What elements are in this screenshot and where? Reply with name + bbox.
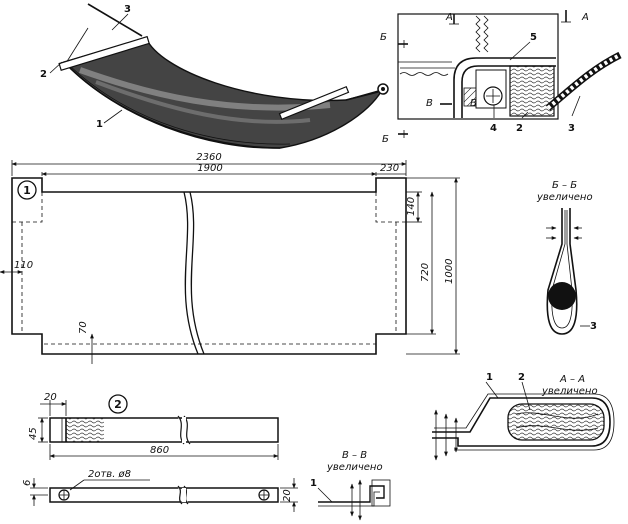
dim-110: 110 bbox=[14, 260, 33, 271]
part-bar: 2 20 45 860 6 bbox=[22, 392, 298, 512]
dim-2360: 2360 bbox=[196, 152, 221, 163]
dim-720: 720 bbox=[420, 263, 431, 282]
aa-title: А – А bbox=[559, 374, 585, 385]
aa-callout-1: 1 bbox=[486, 372, 493, 383]
callout-5: 5 bbox=[530, 32, 537, 43]
callout-3: 3 bbox=[124, 4, 131, 15]
vv-callout-1: 1 bbox=[310, 478, 317, 489]
callout-1: 1 bbox=[96, 119, 103, 130]
aa-callout-2: 2 bbox=[518, 372, 525, 383]
fabric-part-number: 1 bbox=[23, 184, 31, 197]
bar-dim-20: 20 bbox=[44, 392, 57, 403]
callout-4: 4 bbox=[490, 123, 497, 134]
section-bb: Б – Б увеличено 3 bbox=[536, 180, 597, 335]
bb-title: Б – Б bbox=[552, 180, 577, 191]
vv-subtitle: увеличено bbox=[326, 462, 383, 473]
label-a-right: А bbox=[581, 12, 589, 23]
dim-230: 230 bbox=[380, 163, 399, 174]
part-fabric: 1 2360 1900 230 110 70 140 720 1000 bbox=[0, 152, 460, 364]
callout-2: 2 bbox=[40, 69, 47, 80]
dim-140: 140 bbox=[406, 197, 417, 216]
callout-3-detail: 3 bbox=[568, 123, 575, 134]
attachment-detail: А А Б Б В В 5 4 2 3 bbox=[380, 10, 622, 145]
dim-1900: 1900 bbox=[197, 163, 222, 174]
bb-subtitle: увеличено bbox=[536, 192, 593, 203]
vv-title: В – В bbox=[342, 450, 367, 461]
bar-holes: 2отв. ø8 bbox=[88, 469, 131, 480]
bb-callout-3: 3 bbox=[590, 321, 597, 332]
bar-dim-860: 860 bbox=[150, 445, 169, 456]
bar-dim-20-side: 20 bbox=[282, 489, 293, 502]
label-a-left: А bbox=[445, 12, 453, 23]
label-b-bottom: Б bbox=[382, 134, 389, 145]
dim-1000: 1000 bbox=[444, 259, 455, 284]
bar-dim-6: 6 bbox=[22, 480, 33, 486]
dim-70: 70 bbox=[78, 321, 89, 334]
section-aa: А – А увеличено 1 2 bbox=[432, 372, 615, 461]
section-vv: В – В увеличено 1 bbox=[310, 450, 391, 521]
label-b-top: Б bbox=[380, 32, 387, 43]
hammock-illustration: 3 2 1 bbox=[40, 3, 389, 149]
bar-part-number: 2 bbox=[114, 398, 122, 411]
bar-dim-45: 45 bbox=[28, 427, 39, 440]
label-v: В bbox=[426, 98, 433, 109]
label-v2: В bbox=[470, 98, 477, 109]
aa-subtitle: увеличено bbox=[541, 386, 598, 397]
callout-2-detail: 2 bbox=[516, 123, 523, 134]
